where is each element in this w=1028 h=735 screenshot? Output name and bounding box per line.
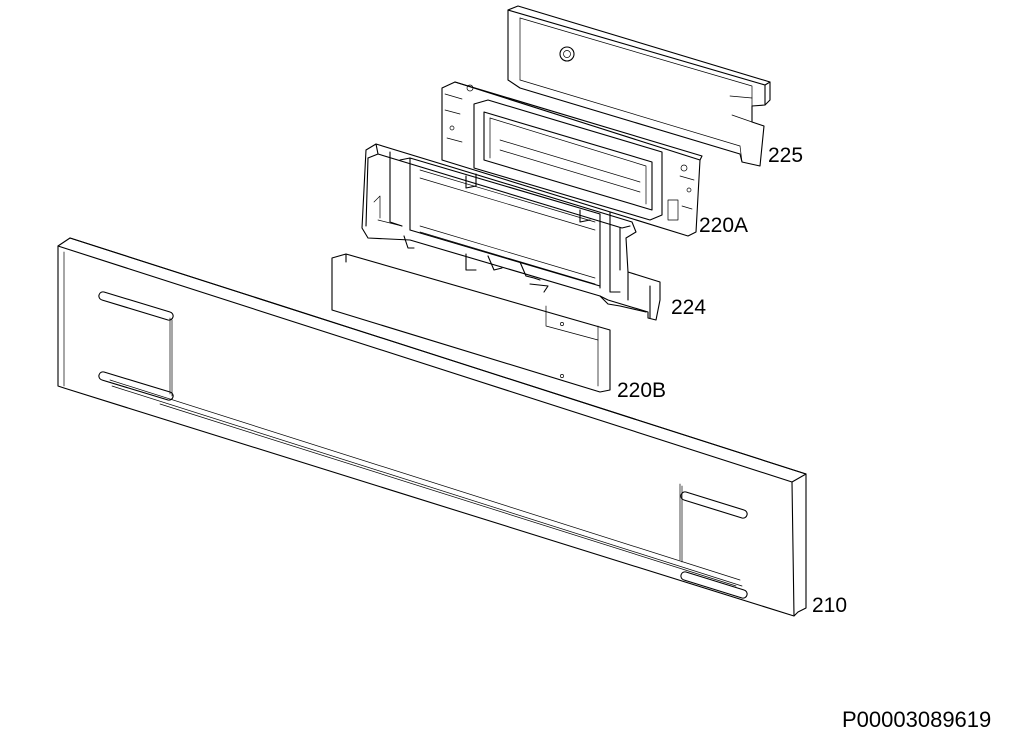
part-220b-film	[331, 253, 611, 393]
callout-225: 225	[768, 144, 803, 167]
part-224-frame	[361, 143, 661, 321]
part-220a-board	[441, 81, 703, 237]
callout-220b: 220B	[617, 379, 666, 402]
part-225-cover	[507, 5, 771, 167]
callout-220a: 220A	[699, 214, 748, 237]
callout-224: 224	[671, 296, 706, 319]
document-code: P00003089619	[842, 707, 991, 732]
part-210-front-panel	[57, 237, 807, 617]
callout-210: 210	[812, 594, 847, 617]
